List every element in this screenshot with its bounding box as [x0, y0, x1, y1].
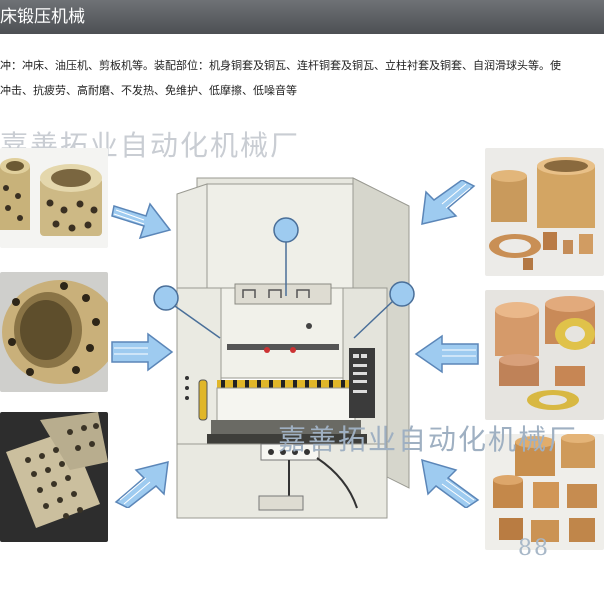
callout-circle-icon [153, 285, 221, 339]
arrow-left-icon [421, 458, 480, 508]
watermark-middle: 嘉善拓业自动化机械厂 [278, 423, 579, 456]
arrow-left-icon [414, 334, 479, 374]
header-bar: 床锻压机械 [0, 0, 604, 34]
photo-left-top-bushings [0, 148, 108, 248]
photo-right-middle-bushings [485, 290, 604, 420]
callout-circle-icon [273, 217, 299, 296]
arrow-left-icon [421, 180, 476, 225]
photo-left-middle-bushing [0, 272, 108, 392]
arrow-right-icon [114, 461, 169, 508]
photo-right-top-bushings [485, 148, 604, 276]
photo-right-bottom-flanged-bushings [485, 434, 604, 550]
watermark-bottom: 88 [518, 536, 550, 561]
page-title: 床锻压机械 [0, 7, 85, 27]
arrow-right-icon [111, 332, 174, 372]
photo-left-bottom-plates [0, 412, 108, 542]
press-machine-illustration [176, 177, 410, 519]
arrow-right-icon [111, 202, 172, 240]
description-line-1: 冲：冲床、油压机、剪板机等。装配部位：机身铜套及铜瓦、连杆铜套及铜瓦、立柱衬套及… [0, 59, 561, 72]
callout-circle-icon [353, 281, 415, 339]
description-line-2: 冲击、抗疲劳、高耐磨、不发热、免维护、低摩擦、低噪音等 [0, 84, 297, 97]
